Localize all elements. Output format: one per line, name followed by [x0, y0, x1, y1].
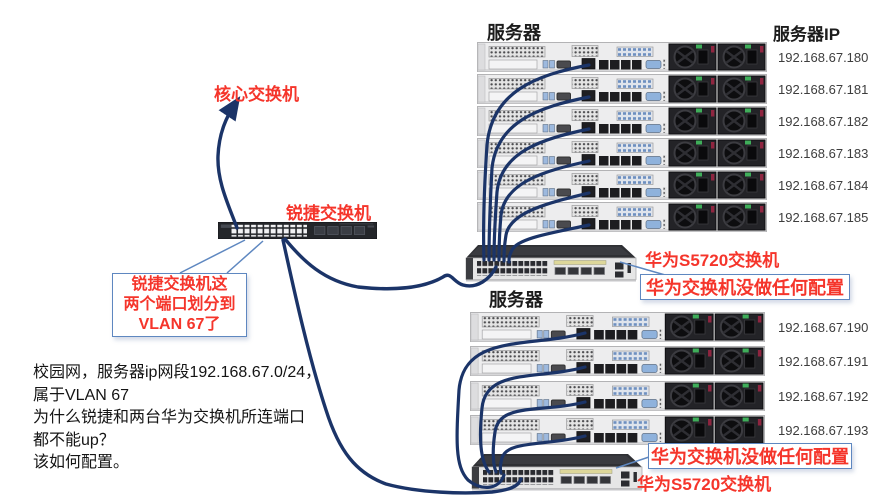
vlan-callout-box: 锐捷交换机这 两个端口划分到 VLAN 67了 — [112, 273, 247, 337]
huawei-bottom-name: 华为S5720交换机 — [637, 475, 772, 494]
server-ip: 192.168.67.181 — [778, 82, 869, 97]
ruijie-24port-switch-icon — [218, 222, 377, 239]
server-ip: 192.168.67.190 — [778, 320, 869, 335]
rack-server-rear-icon — [470, 312, 765, 342]
server-ip: 192.168.67.185 — [778, 210, 869, 225]
rack-server-rear-icon — [470, 381, 765, 411]
callout-line — [226, 240, 264, 274]
server-ip: 192.168.67.191 — [778, 354, 869, 369]
rack-server-rear-icon — [477, 202, 767, 232]
huawei-s5720-switch-icon — [464, 245, 639, 283]
huawei-s5720-switch-icon — [470, 454, 645, 492]
rack-server-rear-icon — [477, 74, 767, 104]
server-group-bottom-label: 服务器 — [489, 290, 543, 310]
huawei-bottom-note: 华为交换机没做任何配置 — [648, 443, 852, 469]
server-ip: 192.168.67.193 — [778, 423, 869, 438]
huawei-top-name: 华为S5720交换机 — [645, 251, 780, 270]
uplink-to-core — [216, 96, 241, 230]
rack-server-rear-icon — [477, 106, 767, 136]
callout-line — [179, 239, 246, 274]
ruijie-switch-label: 锐捷交换机 — [286, 204, 371, 223]
server-ip: 192.168.67.182 — [778, 114, 869, 129]
server-ip: 192.168.67.192 — [778, 389, 869, 404]
rack-server-rear-icon — [470, 346, 765, 376]
rack-server-rear-icon — [470, 415, 765, 445]
server-ip: 192.168.67.184 — [778, 178, 869, 193]
server-ip: 192.168.67.180 — [778, 50, 869, 65]
server-ip-header: 服务器IP — [773, 25, 841, 44]
rack-server-rear-icon — [477, 170, 767, 200]
server-group-top-label: 服务器 — [487, 23, 541, 43]
core-switch-label: 核心交换机 — [214, 85, 299, 104]
rack-server-rear-icon — [477, 138, 767, 168]
huawei-top-note: 华为交换机没做任何配置 — [640, 274, 850, 300]
rack-server-rear-icon — [477, 42, 767, 72]
server-ip: 192.168.67.183 — [778, 146, 869, 161]
question-text: 校园网，服务器ip网段192.168.67.0/24， 属于VLAN 67 为什… — [33, 364, 322, 471]
